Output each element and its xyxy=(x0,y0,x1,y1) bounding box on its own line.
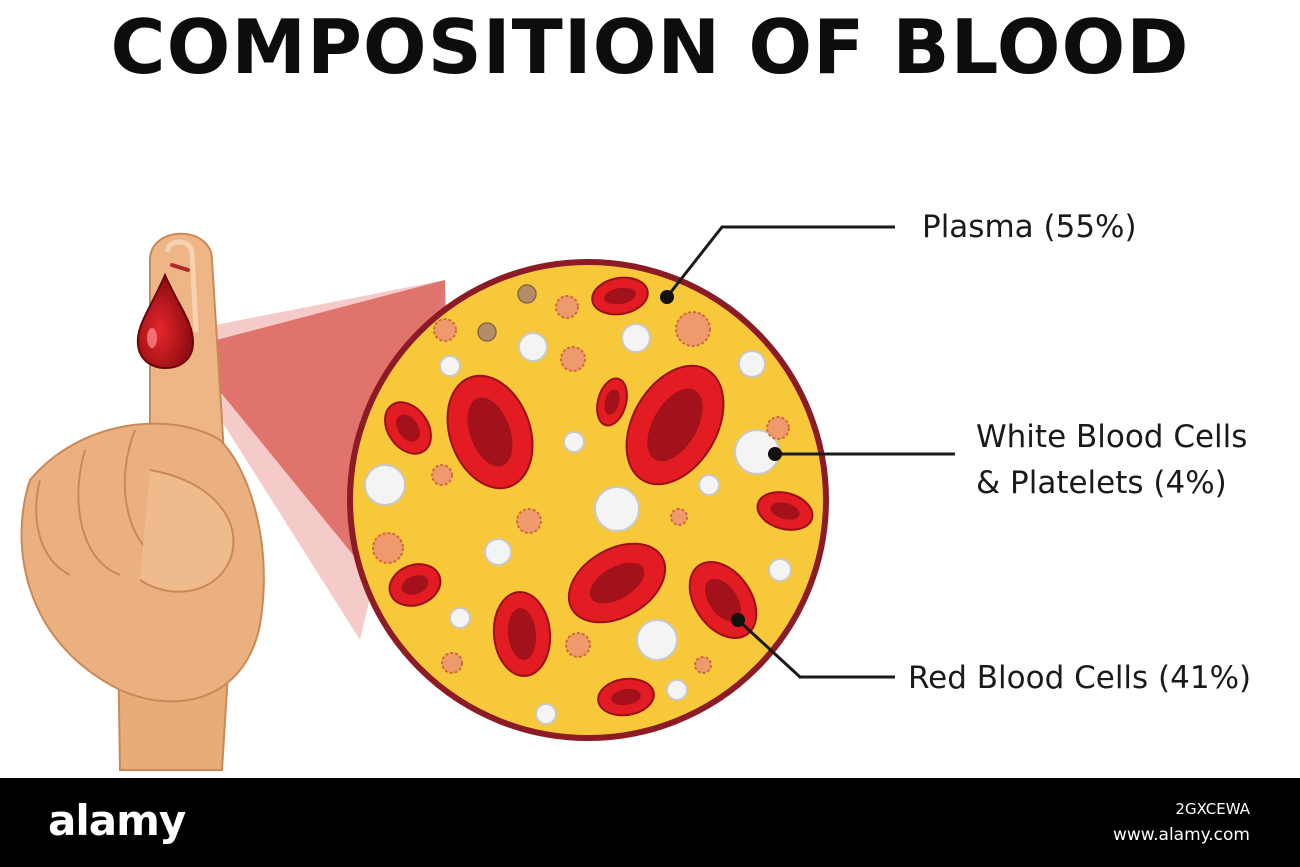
platelet xyxy=(433,318,457,342)
platelet xyxy=(694,656,712,674)
hand-illustration xyxy=(20,232,265,771)
red-blood-cell xyxy=(625,364,725,486)
white-blood-cell xyxy=(535,703,557,725)
white-blood-cell xyxy=(698,474,720,496)
knuckle-2 xyxy=(77,449,121,576)
thumb xyxy=(139,469,235,593)
white-blood-cell xyxy=(768,558,792,582)
platelet xyxy=(441,652,463,674)
rbc-leader-line xyxy=(736,618,895,679)
platelet xyxy=(565,632,591,658)
red-blood-cell xyxy=(384,401,432,455)
white-blood-cell xyxy=(666,679,688,701)
platelet xyxy=(675,311,711,347)
platelet xyxy=(560,346,586,372)
platelet xyxy=(431,464,453,486)
white-blood-cell xyxy=(364,464,406,506)
platelet xyxy=(477,322,497,342)
platelet xyxy=(372,532,404,564)
brand-logo: alamy xyxy=(48,796,186,845)
wbc-pointer-dot xyxy=(768,447,782,461)
platelet xyxy=(670,508,688,526)
white-blood-cell xyxy=(518,332,548,362)
image-id: 2GXCEWA xyxy=(1175,800,1250,818)
title: COMPOSITION OF BLOOD xyxy=(110,3,1190,91)
red-blood-cell xyxy=(567,542,667,624)
blood-drop-shine xyxy=(147,328,157,348)
white-blood-cell xyxy=(484,538,512,566)
white-blood-cell xyxy=(621,323,651,353)
red-blood-cell xyxy=(591,276,649,316)
blood-composition-diagram xyxy=(20,225,955,771)
watermark-footer: alamy 2GXCEWA www.alamy.com xyxy=(0,778,1300,867)
plasma-label: Plasma (55%) xyxy=(922,209,1137,245)
white-blood-cell xyxy=(636,619,678,661)
red-blood-cell xyxy=(446,374,534,490)
white-blood-cell xyxy=(738,350,766,378)
red-blood-cell xyxy=(596,377,628,427)
wbc-label-line2: & Platelets (4%) xyxy=(976,465,1227,501)
site-url: www.alamy.com xyxy=(1112,825,1250,845)
platelet xyxy=(555,295,579,319)
plasma-pointer-dot xyxy=(660,290,674,304)
platelet xyxy=(516,508,542,534)
plasma-circle xyxy=(347,259,829,741)
rbc-label: Red Blood Cells (41%) xyxy=(908,660,1252,696)
red-blood-cell xyxy=(756,491,814,531)
wbc-label-line1: White Blood Cells xyxy=(976,419,1248,455)
plasma-leader-line xyxy=(665,225,895,298)
platelet xyxy=(517,284,537,304)
white-blood-cell xyxy=(563,431,585,453)
knuckle-1 xyxy=(35,479,71,576)
white-blood-cell xyxy=(594,486,640,532)
platelet xyxy=(766,416,790,440)
white-blood-cell xyxy=(439,355,461,377)
red-blood-cell xyxy=(597,677,655,717)
finger-highlight xyxy=(165,239,199,333)
rbc-pointer-dot xyxy=(731,613,745,627)
white-blood-cell xyxy=(449,607,471,629)
red-blood-cell xyxy=(388,563,442,607)
puncture-mark xyxy=(170,263,190,272)
red-blood-cell xyxy=(492,591,552,677)
